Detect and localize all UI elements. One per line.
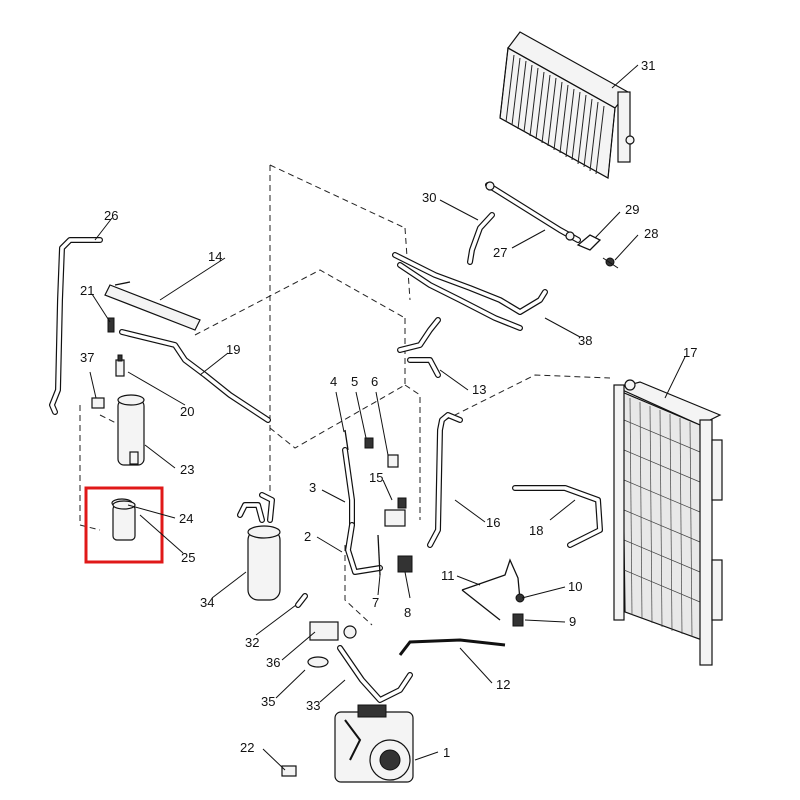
callout-31: 31 — [641, 58, 655, 73]
callout-5: 5 — [351, 374, 358, 389]
callout-14: 14 — [208, 249, 222, 264]
part-27-heater-tube — [485, 181, 581, 243]
leader-lines — [89, 64, 686, 771]
callout-19: 19 — [226, 342, 240, 357]
callout-7: 7 — [372, 595, 379, 610]
part-5-fitting — [364, 437, 374, 449]
callout-11: 11 — [441, 568, 455, 583]
callout-2: 2 — [304, 529, 311, 544]
part-18-tube — [512, 485, 603, 548]
part-20-switch — [115, 354, 125, 377]
callout-8: 8 — [404, 605, 411, 620]
callout-34: 34 — [200, 595, 214, 610]
callout-20: 20 — [180, 404, 194, 419]
callout-38: 38 — [578, 333, 592, 348]
part-15-valve — [384, 497, 407, 527]
part-23-receiver-drier — [117, 394, 145, 466]
callout-labels: 1 2 3 4 5 6 7 8 9 10 11 12 13 14 15 16 1… — [80, 58, 697, 760]
part-9-fitting — [512, 613, 524, 627]
highlight-box-part-25 — [84, 486, 164, 564]
part-26-tube — [49, 237, 103, 415]
callout-26: 26 — [104, 208, 118, 223]
part-13-tube — [397, 317, 441, 378]
callout-10: 10 — [568, 579, 582, 594]
callout-29: 29 — [625, 202, 639, 217]
part-35-clip — [307, 656, 329, 668]
callout-37: 37 — [80, 350, 94, 365]
callout-1: 1 — [443, 745, 450, 760]
callout-17: 17 — [683, 345, 697, 360]
callout-30: 30 — [422, 190, 436, 205]
part-29-clip — [576, 234, 602, 251]
part-21-fitting — [107, 317, 115, 333]
part-16-tube — [427, 412, 463, 548]
part-25-filter — [112, 500, 136, 541]
callout-16: 16 — [486, 515, 500, 530]
callout-21: 21 — [80, 283, 94, 298]
callout-6: 6 — [371, 374, 378, 389]
callout-9: 9 — [569, 614, 576, 629]
part-7-tube — [377, 534, 381, 576]
part-30-hose — [467, 212, 495, 265]
routing-dashed-lines — [79, 164, 611, 626]
part-38-tube — [392, 252, 548, 331]
callout-4: 4 — [330, 374, 337, 389]
part-3-tube — [342, 447, 355, 528]
part-2-hose — [345, 522, 383, 575]
callout-13: 13 — [472, 382, 486, 397]
part-28-fitting — [602, 257, 619, 269]
callout-27: 27 — [493, 245, 507, 260]
callout-18: 18 — [529, 523, 543, 538]
callout-22: 22 — [240, 740, 254, 755]
part-4-tube — [344, 429, 349, 451]
part-11-tube — [461, 558, 521, 621]
part-8-valve — [397, 555, 413, 573]
callout-3: 3 — [309, 480, 316, 495]
part-31-heater-core — [499, 31, 635, 179]
part-33-hose — [337, 645, 413, 703]
part-1-compressor — [334, 704, 414, 783]
part-19-tube — [119, 329, 271, 423]
part-32-hose — [295, 593, 308, 608]
part-37-fitting — [91, 397, 105, 409]
callout-32: 32 — [245, 635, 259, 650]
part-14-bracket — [104, 281, 201, 331]
callout-15: 15 — [369, 470, 383, 485]
callout-28: 28 — [644, 226, 658, 241]
callout-36: 36 — [266, 655, 280, 670]
part-12-hose — [398, 638, 506, 656]
callout-33: 33 — [306, 698, 320, 713]
callout-12: 12 — [496, 677, 510, 692]
part-6-switch — [387, 454, 399, 468]
callout-23: 23 — [180, 462, 194, 477]
callout-24: 24 — [179, 511, 193, 526]
part-22-fitting — [281, 765, 297, 777]
part-36-manifold — [309, 621, 357, 641]
callout-35: 35 — [261, 694, 275, 709]
part-17-condenser — [613, 379, 723, 666]
part-34-accumulator — [237, 492, 281, 601]
callout-25: 25 — [181, 550, 195, 565]
